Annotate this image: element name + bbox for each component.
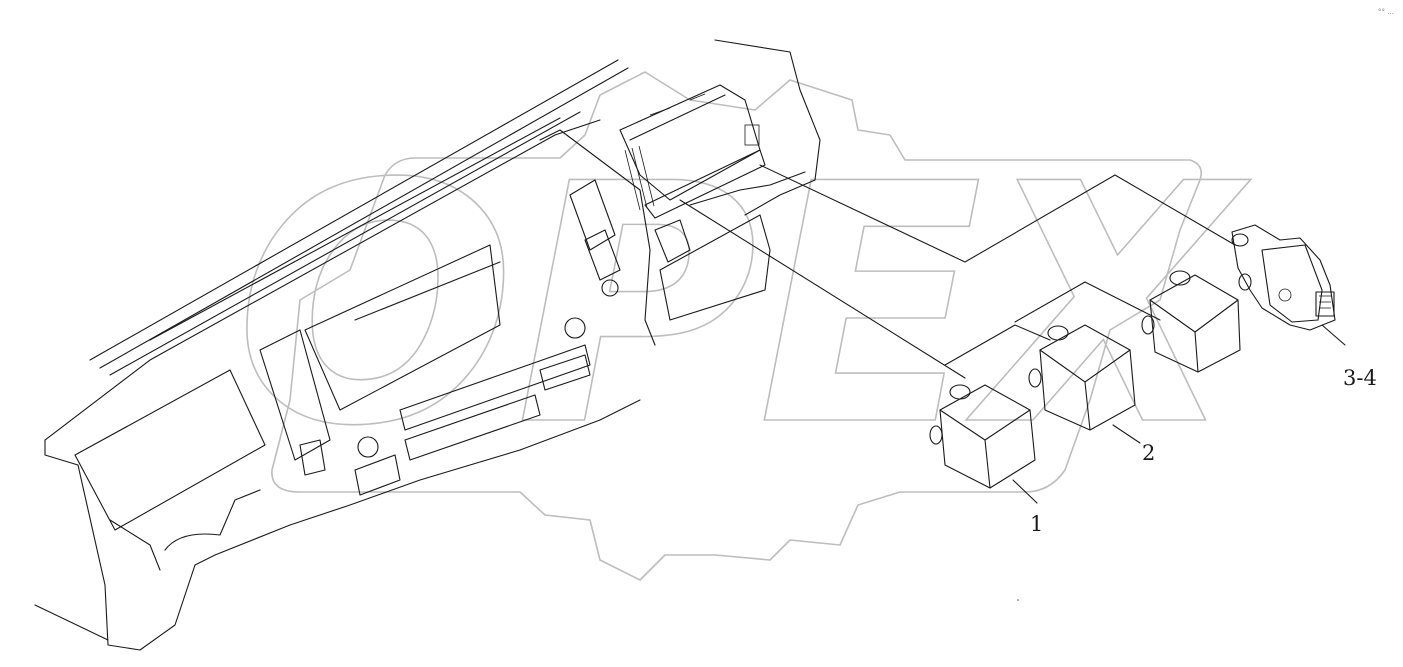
callout-2: 2 <box>1142 441 1155 465</box>
corner-mark: °° ... <box>1378 8 1394 16</box>
watermark: OPEX <box>234 71 1252 581</box>
relay-2 <box>1028 324 1136 431</box>
relay-1 <box>929 384 1036 489</box>
leader-lines <box>1012 324 1346 504</box>
stray-dot <box>1017 599 1019 601</box>
dashboard <box>34 39 821 651</box>
watermark-gear <box>271 71 1203 581</box>
relay-3 <box>1141 270 1241 373</box>
relay-bracket <box>1231 224 1336 331</box>
watermark-text: OPEX <box>235 114 1251 498</box>
control-unit <box>619 84 766 219</box>
callout-1: 1 <box>1030 512 1043 536</box>
callout-3-4: 3-4 <box>1343 366 1377 390</box>
connection-lines <box>679 164 1236 379</box>
